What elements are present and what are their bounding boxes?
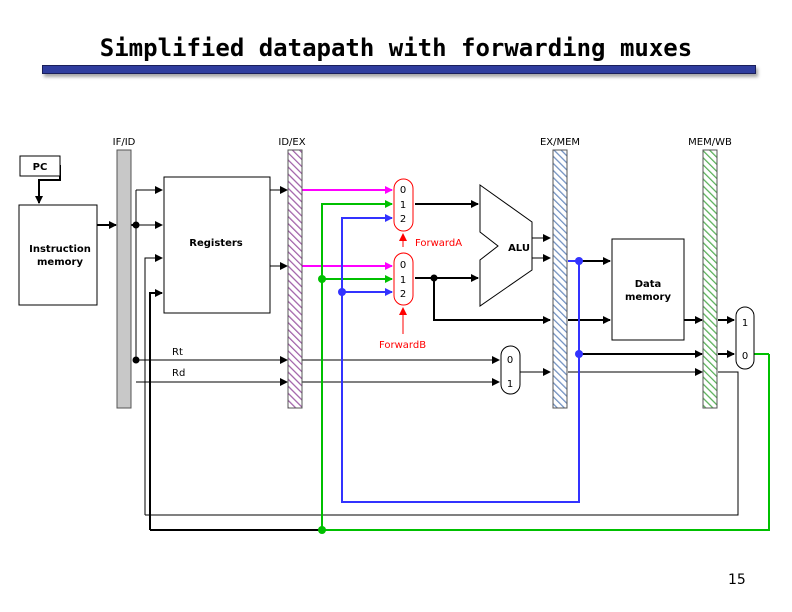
id-ex-label: ID/EX <box>278 137 305 148</box>
if-id-label: IF/ID <box>113 137 136 148</box>
forward-a-mux: 0 1 2 <box>393 178 414 232</box>
mem-to-reg-mux: 1 0 <box>735 306 755 370</box>
instruction-memory-label-line1: Instruction <box>29 244 91 255</box>
junction-dot <box>575 257 583 265</box>
alu-block: ALU <box>479 184 533 307</box>
junction-dot <box>575 350 583 358</box>
junction-dot <box>132 221 140 229</box>
rt-label: Rt <box>172 347 183 358</box>
title-underline <box>42 65 756 74</box>
mem-wb-register <box>702 149 718 409</box>
junction-dots <box>132 221 583 534</box>
data-memory-block: Data memory <box>611 238 685 341</box>
page-number: 15 <box>728 572 746 588</box>
junction-dot <box>318 275 326 283</box>
junction-dot <box>338 288 346 296</box>
data-memory-label-line2: memory <box>625 292 671 303</box>
mux-b-input-1: 1 <box>400 275 406 286</box>
ex-mem-register <box>552 149 568 409</box>
registers-label: Registers <box>189 238 243 249</box>
mux-a-input-0: 0 <box>400 185 406 196</box>
pc-label: PC <box>33 162 48 173</box>
reg-dst-input-1: 1 <box>507 379 513 390</box>
id-ex-register <box>287 149 303 409</box>
mux-a-input-2: 2 <box>400 214 406 225</box>
junction-dot <box>430 274 438 282</box>
registers-block: Registers <box>163 176 271 314</box>
junction-dot <box>132 356 140 364</box>
mux-b-input-2: 2 <box>400 289 406 300</box>
mem-to-reg-input-1: 1 <box>742 318 748 329</box>
forward-b-label: ForwardB <box>379 340 426 351</box>
data-memory-label-line1: Data <box>635 279 662 290</box>
rd-label: Rd <box>172 368 185 379</box>
instruction-memory-label-line2: memory <box>37 257 83 268</box>
black-wires <box>35 165 739 531</box>
mux-a-input-1: 1 <box>400 200 406 211</box>
alu-label: ALU <box>508 243 530 254</box>
ex-mem-label: EX/MEM <box>540 137 580 148</box>
junction-dot <box>318 526 326 534</box>
instruction-memory-block: Instruction memory <box>18 204 98 306</box>
mux-b-input-0: 0 <box>400 260 406 271</box>
mem-to-reg-input-0: 0 <box>742 351 748 362</box>
slide-title: Simplified datapath with forwarding muxe… <box>99 34 693 62</box>
reg-dst-mux: 0 1 <box>500 345 521 395</box>
forward-a-label: ForwardA <box>415 238 462 249</box>
if-id-register <box>116 149 132 409</box>
mem-wb-label: MEM/WB <box>688 137 732 148</box>
pc-block: PC <box>19 155 61 177</box>
forward-b-mux: 0 1 2 <box>393 252 414 306</box>
reg-dst-input-0: 0 <box>507 355 513 366</box>
